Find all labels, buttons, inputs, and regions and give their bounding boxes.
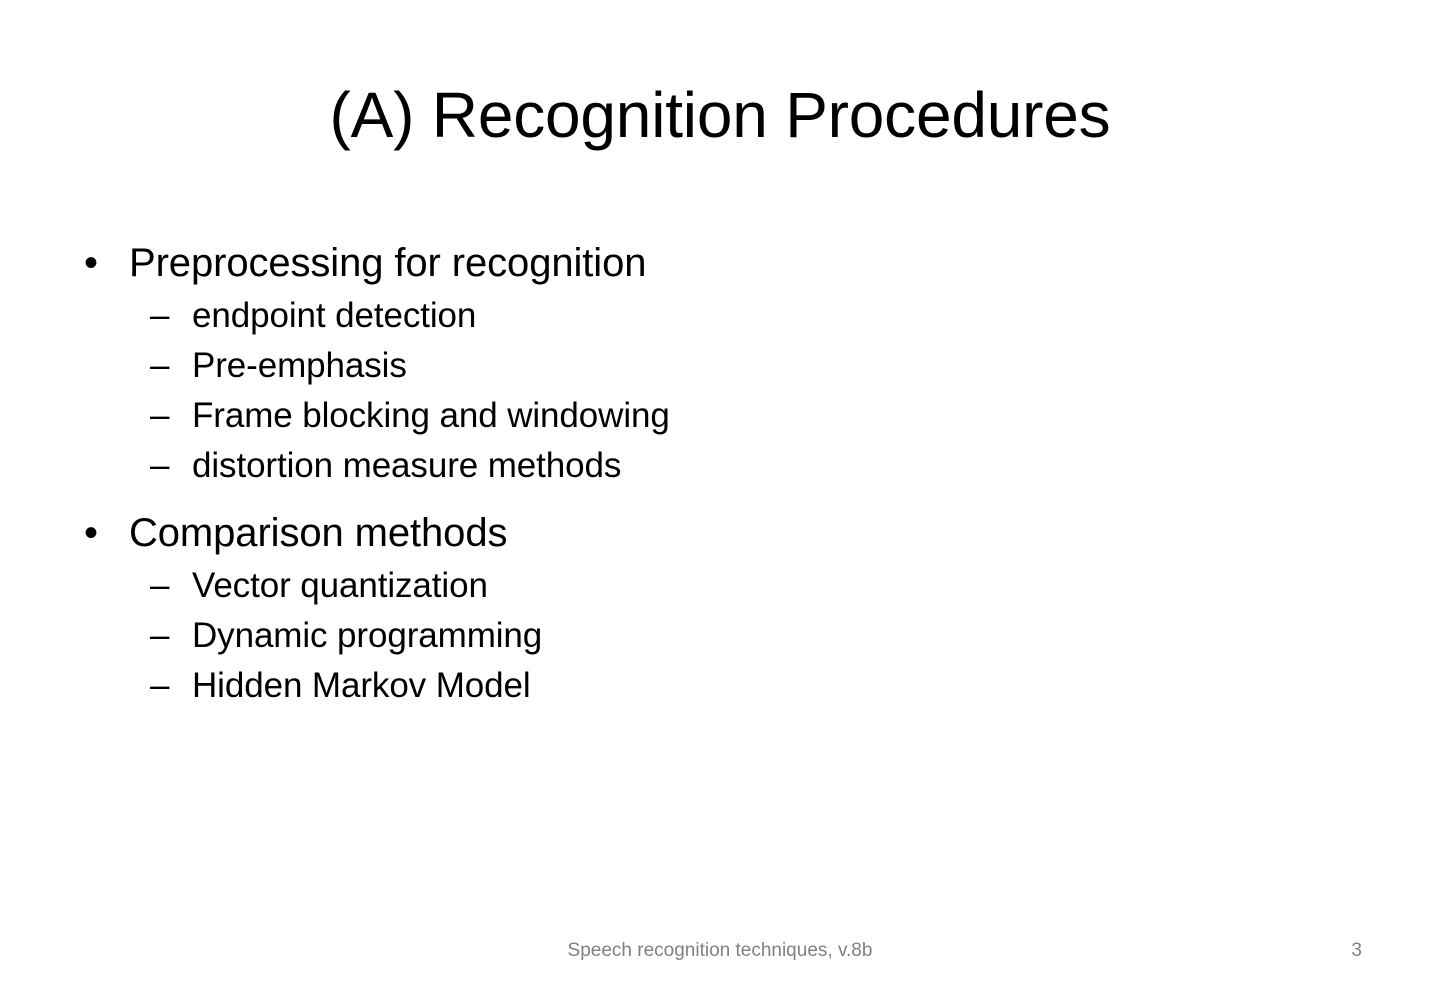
bullet-text: Frame blocking and windowing: [192, 396, 670, 435]
bullet-marker-dash-icon: –: [150, 346, 170, 385]
bullet-text: Comparison methods: [129, 511, 508, 555]
bullet-item-level1: • Preprocessing for recognition: [0, 236, 1440, 290]
bullet-item-level1: • Comparison methods: [0, 506, 1440, 560]
bullet-marker-dash-icon: –: [150, 446, 170, 485]
slide-body-list: • Preprocessing for recognition – endpoi…: [0, 236, 1440, 712]
bullet-item-level2: – endpoint detection: [0, 292, 1440, 340]
bullet-item-level2: – Vector quantization: [0, 562, 1440, 610]
bullet-text: distortion measure methods: [192, 446, 622, 485]
bullet-marker-dash-icon: –: [150, 296, 170, 335]
bullet-text: Dynamic programming: [192, 616, 543, 655]
bullet-item-level2: – Dynamic programming: [0, 612, 1440, 660]
bullet-item-level2: – Pre-emphasis: [0, 342, 1440, 390]
bullet-text: endpoint detection: [192, 296, 477, 335]
bullet-text: Preprocessing for recognition: [129, 241, 647, 285]
footer-text: Speech recognition techniques, v.8b: [567, 940, 873, 961]
bullet-marker-dash-icon: –: [150, 396, 170, 435]
bullet-item-level2: – Frame blocking and windowing: [0, 392, 1440, 440]
bullet-marker-dot-icon: •: [84, 511, 99, 555]
bullet-item-level2: – Hidden Markov Model: [0, 662, 1440, 710]
slide-title: (A) Recognition Procedures: [329, 79, 1111, 151]
bullet-text: Pre-emphasis: [192, 346, 407, 385]
bullet-text: Hidden Markov Model: [192, 666, 531, 705]
bullet-marker-dash-icon: –: [150, 616, 170, 655]
bullet-marker-dash-icon: –: [150, 566, 170, 605]
bullet-text: Vector quantization: [192, 566, 488, 605]
slide-page-number: 3: [1351, 940, 1362, 961]
bullet-marker-dot-icon: •: [84, 241, 99, 285]
bullet-item-level2: – distortion measure methods: [0, 442, 1440, 490]
bullet-marker-dash-icon: –: [150, 666, 170, 705]
slide-footer: Speech recognition techniques, v.8b 3: [0, 938, 1440, 968]
